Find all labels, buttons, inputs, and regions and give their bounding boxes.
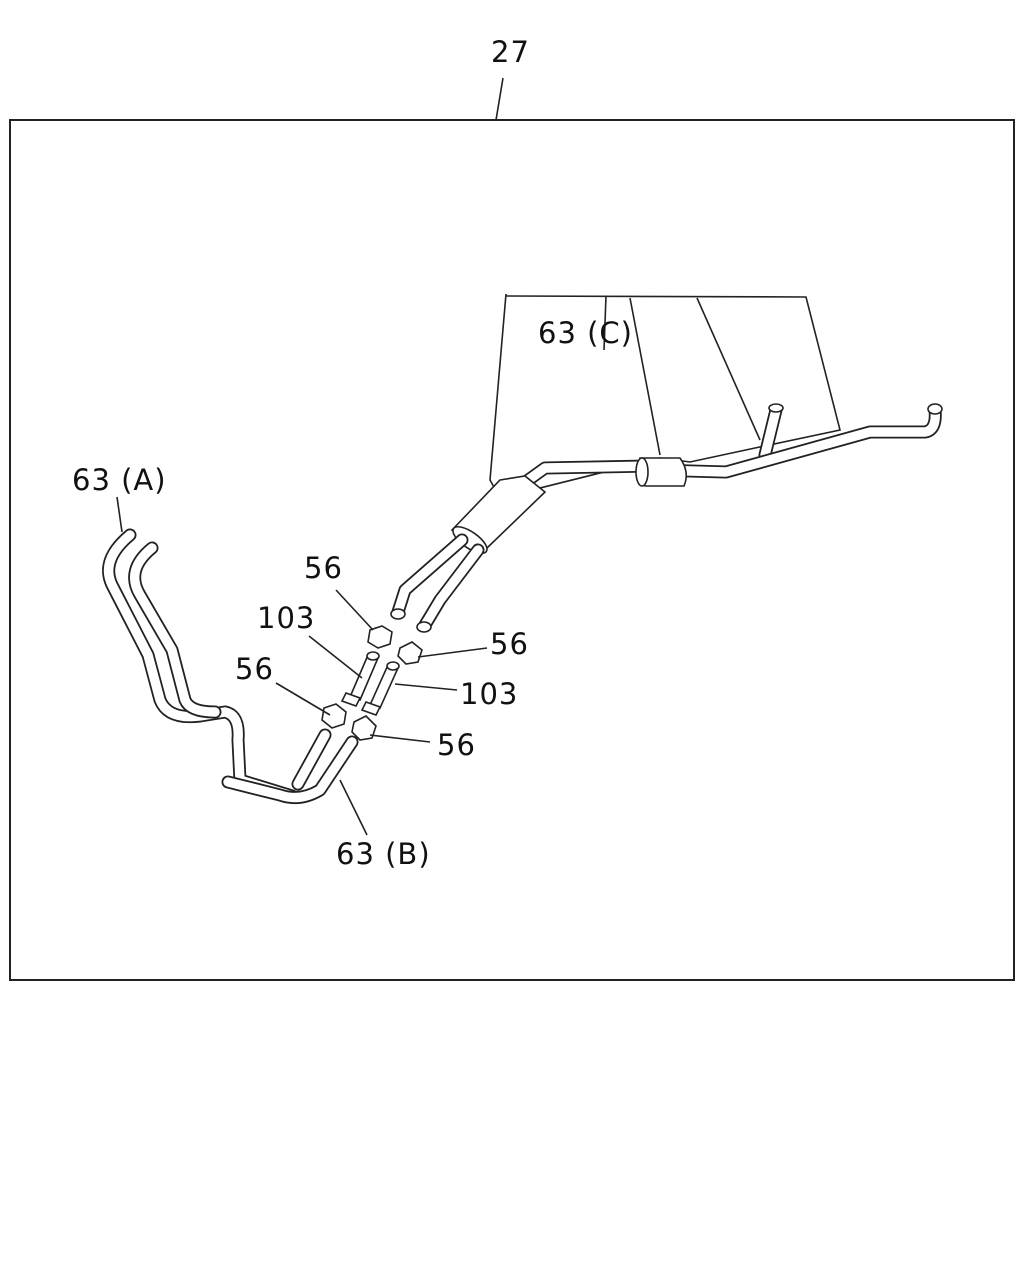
pipe-a-label: 63 (A) [72,463,167,497]
nut-56-label-3: 56 [235,652,274,686]
nut-56-label-2: 56 [490,627,529,661]
nut-56-upper-right [397,641,423,665]
pipe-b [221,728,359,805]
pipe-c-label: 63 (C) [538,316,633,350]
nut-56-upper-left [367,625,393,649]
nut-56-label-4: 56 [437,728,476,762]
diagram-frame [9,119,1015,981]
nut-56-lower-left [321,703,347,729]
assembly-number-label: 27 [491,35,530,69]
nut-56-lower-right [351,715,377,741]
pipe-a [102,528,299,803]
bolt-103-label-2: 103 [460,677,519,711]
pipe-c-assembly [390,293,943,633]
nut-56-label-1: 56 [304,551,343,585]
pipe-b-label: 63 (B) [336,837,431,871]
bolt-103-left [340,651,380,707]
assembly-leader [495,77,504,121]
bolt-103-label-1: 103 [257,601,316,635]
bolt-103-right [360,661,400,716]
muffler-body [450,475,547,549]
